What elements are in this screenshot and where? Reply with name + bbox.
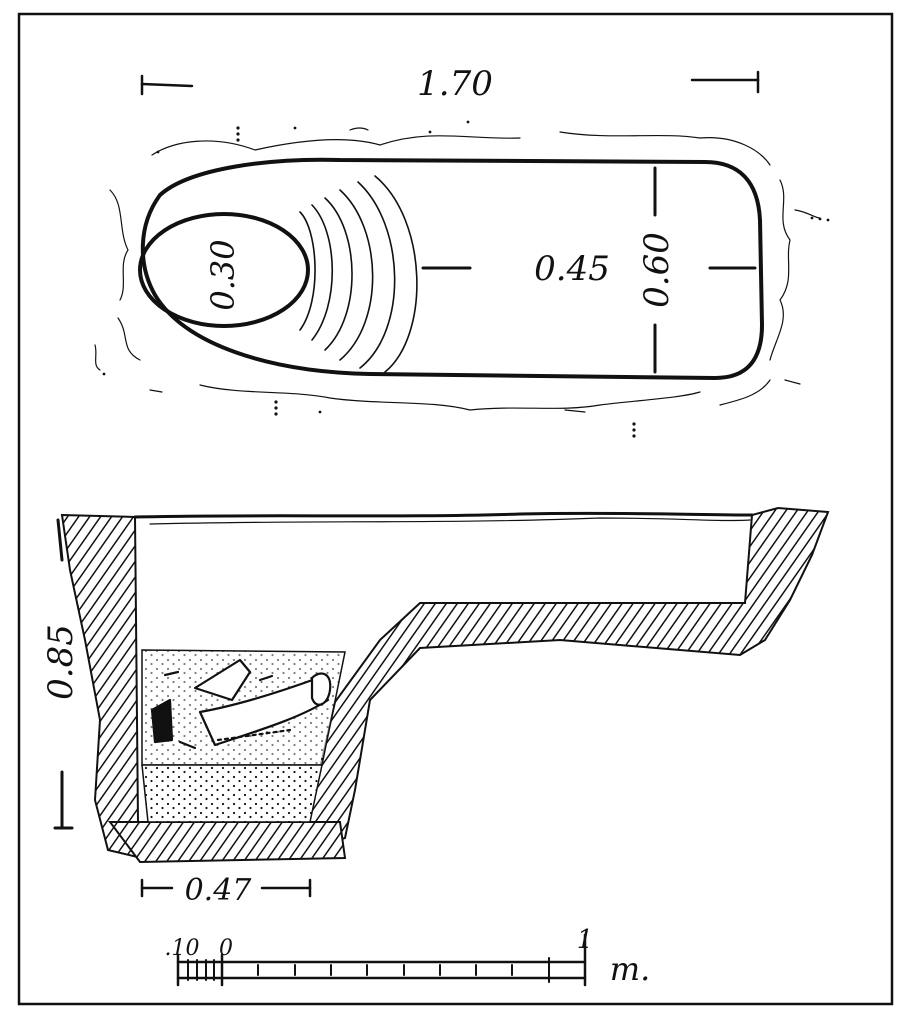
pit-width-label: 0.30 [204, 239, 242, 310]
scale-small-label: .10 [165, 936, 200, 961]
length-label: 1.70 [417, 64, 493, 104]
soil-floor [108, 821, 347, 864]
scale-one-label: 1 [577, 925, 594, 955]
scale-major-divisions [257, 957, 550, 983]
ground-surface-line-2 [149, 517, 751, 525]
scale-bar: .10 0 1 m. [165, 925, 651, 988]
bottom-width-label: 0.47 [185, 873, 253, 908]
bone-fragments [150, 658, 332, 750]
mid-width-label: 0.45 [534, 249, 610, 289]
sand-layer [141, 764, 323, 823]
length-dimension [140, 70, 760, 96]
drawing-frame [17, 12, 894, 1006]
ground-surface-line [133, 511, 754, 519]
width-ticks [421, 166, 757, 374]
step-contours [299, 175, 418, 373]
inner-pit-oval [138, 212, 310, 328]
scale-zero-label: 0 [219, 936, 233, 961]
scale-small-divisions [187, 959, 215, 981]
soil-wall-left [60, 513, 152, 862]
depth-label: 0.85 [41, 624, 81, 700]
plan-view: 1.70 0.60 0.45 0.30 [94, 64, 830, 438]
depth-dimension [53, 518, 74, 830]
end-width-label: 0.60 [637, 232, 677, 308]
bottom-width-dimension [140, 878, 312, 898]
section-view: 0.85 0.47 [41, 506, 830, 908]
soil-wall-right [306, 506, 830, 852]
plan-marks [102, 120, 830, 438]
plan-surround-sketch [94, 127, 821, 413]
scale-unit-label: m. [610, 950, 651, 988]
grave-outline [140, 157, 764, 380]
